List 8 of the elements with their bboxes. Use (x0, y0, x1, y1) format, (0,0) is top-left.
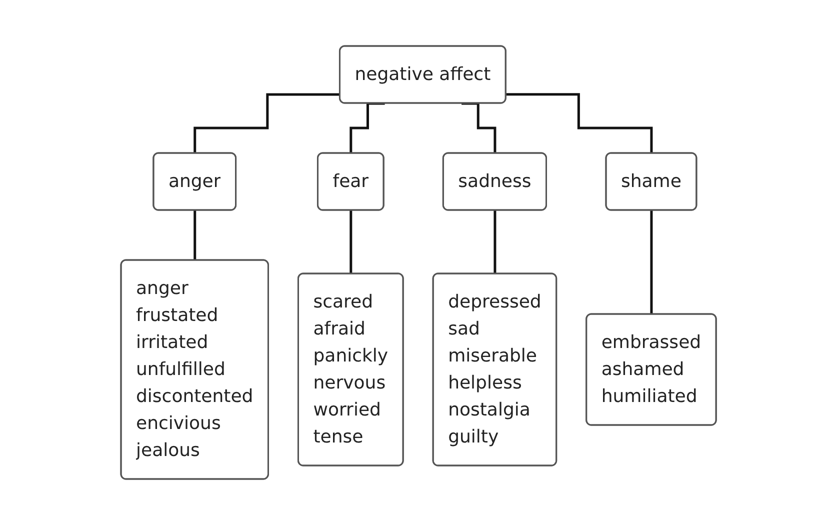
connector (494, 209, 497, 276)
connector (350, 209, 353, 276)
connector (194, 209, 197, 262)
connector (350, 102, 386, 155)
connector (194, 93, 341, 155)
connector (462, 102, 497, 155)
connector (506, 93, 654, 155)
connector (650, 209, 654, 316)
